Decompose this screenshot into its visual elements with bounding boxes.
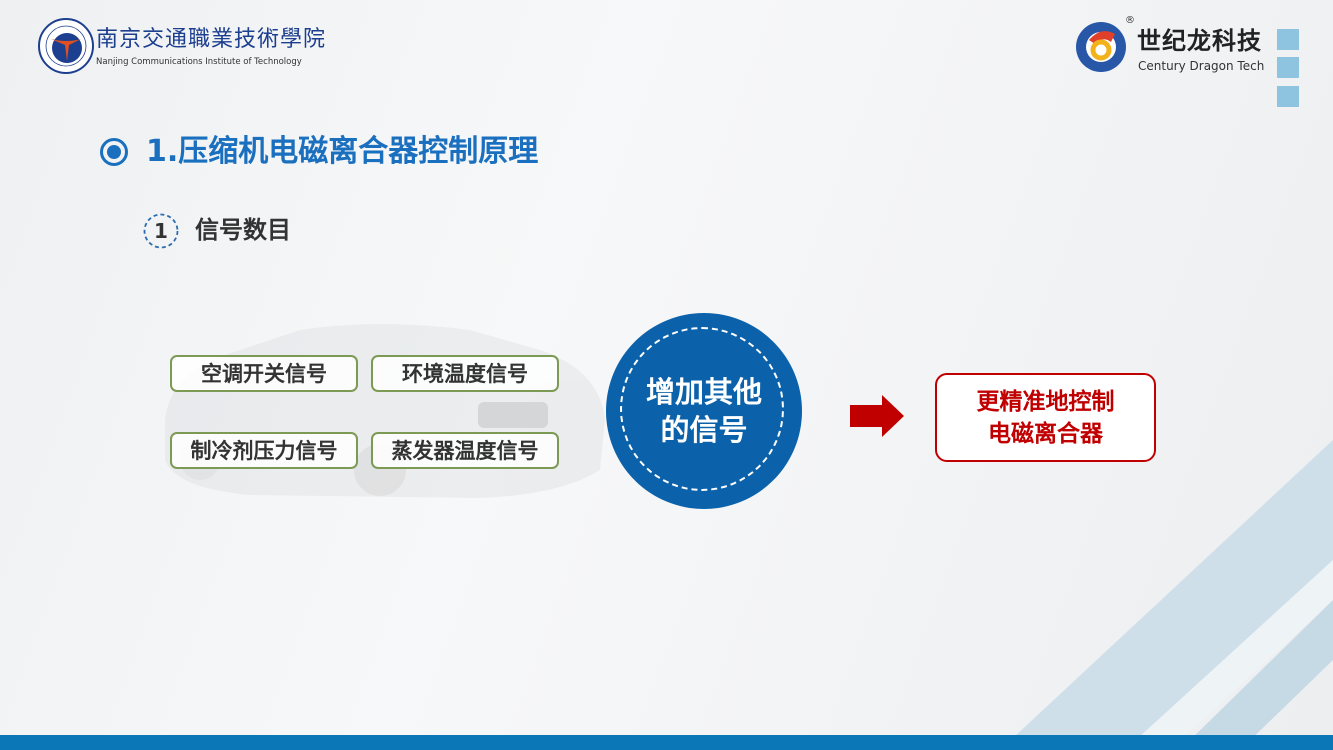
company-logo-icon bbox=[1076, 22, 1126, 72]
center-circle-text: 增加其他 的信号 bbox=[606, 373, 802, 449]
radio-bullet-icon bbox=[100, 138, 128, 166]
registered-mark: ® bbox=[1125, 15, 1135, 26]
center-circle-line2: 的信号 bbox=[660, 413, 748, 447]
decor-square bbox=[1277, 86, 1299, 107]
result-line2: 电磁离合器 bbox=[988, 420, 1103, 447]
result-box: 更精准地控制 电磁离合器 bbox=[935, 373, 1156, 462]
center-circle-line1: 增加其他 bbox=[645, 375, 762, 409]
page-title: 1.压缩机电磁离合器控制原理 bbox=[146, 134, 539, 169]
result-line1: 更精准地控制 bbox=[976, 388, 1115, 415]
signal-box-ac-switch: 空调开关信号 bbox=[170, 355, 358, 392]
signal-box-refrigerant-pressure: 制冷剂压力信号 bbox=[170, 432, 358, 469]
school-logo-icon bbox=[38, 18, 94, 74]
signal-box-ambient-temp: 环境温度信号 bbox=[371, 355, 559, 392]
bottom-bar bbox=[0, 735, 1333, 750]
school-name-cn: 南京交通職業技術學院 bbox=[96, 27, 327, 52]
center-circle-dashed-ring bbox=[620, 327, 784, 491]
decor-square bbox=[1277, 57, 1299, 78]
subtitle: 信号数目 bbox=[195, 216, 291, 244]
company-name-en: Century Dragon Tech bbox=[1138, 59, 1265, 73]
car-image bbox=[165, 324, 605, 498]
signal-box-evaporator-temp: 蒸发器温度信号 bbox=[371, 432, 559, 469]
dashed-circle-number-icon bbox=[143, 213, 179, 249]
decor-square bbox=[1277, 29, 1299, 50]
company-name-cn: 世纪龙科技 bbox=[1137, 27, 1262, 55]
subtitle-number: 1 bbox=[154, 219, 168, 243]
school-name-en: Nanjing Communications Institute of Tech… bbox=[96, 57, 302, 67]
right-arrow-icon bbox=[850, 395, 904, 437]
